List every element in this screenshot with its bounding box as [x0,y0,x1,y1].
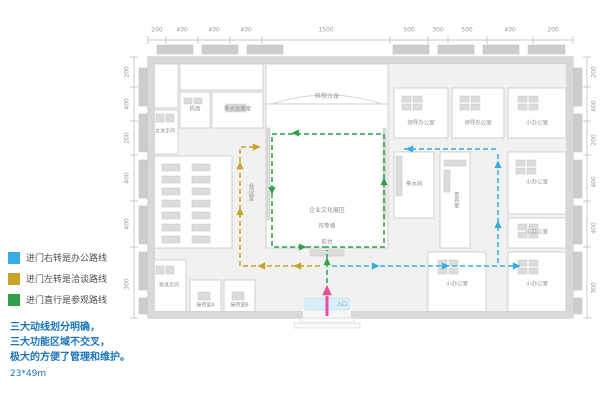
note-line: 三大功能区域不交叉， [10,337,110,348]
notes: 三大动线划分明确， 三大功能区域不交叉， 极大的方便了管理和维护。 23*49m [10,320,130,382]
office-route-swatch-icon [8,251,20,264]
negotiation-route-swatch-icon [8,272,20,285]
legend-item-office-route: 进门右转是办公路线 [8,251,107,264]
legend: 进门右转是办公路线进门左转是洽谈路线进门直行是参观路线 [8,251,107,314]
routes [239,133,520,316]
note-line: 三大动线划分明确， [10,322,100,333]
tour-route-swatch-icon [8,293,20,306]
legend-item-tour-route: 进门直行是参观路线 [8,293,107,306]
note-line: 极大的方便了管理和维护。 [10,352,130,363]
legend-item-negotiation-route: 进门左转是洽谈路线 [8,272,107,285]
legend-label: 进门右转是办公路线 [26,254,108,264]
legend-label: 进门直行是参观路线 [26,296,108,306]
route-arrows [236,129,521,296]
dimension-lines [130,36,591,319]
legend-label: 进门左转是洽谈路线 [26,275,108,285]
plan-size: 23*49m [10,369,47,379]
